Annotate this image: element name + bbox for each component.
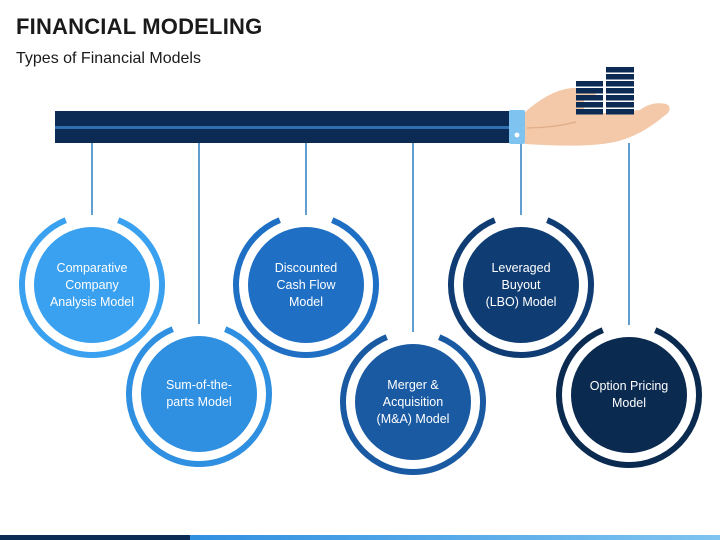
model-node-circle bbox=[355, 344, 471, 460]
model-node-ring bbox=[126, 326, 272, 467]
model-node-circle bbox=[463, 227, 579, 343]
coin bbox=[606, 109, 634, 115]
bottom-accent-bar bbox=[0, 535, 720, 540]
model-node-ring bbox=[233, 217, 379, 358]
shirt-cuff bbox=[509, 110, 525, 144]
model-node-ring bbox=[448, 217, 594, 358]
coin bbox=[606, 67, 634, 73]
coin bbox=[576, 95, 603, 101]
model-node-circle bbox=[571, 337, 687, 453]
model-node-ring bbox=[556, 327, 702, 468]
model-node-circle bbox=[141, 336, 257, 452]
coin bbox=[576, 102, 603, 108]
hanging-bar-stripe bbox=[55, 126, 513, 129]
coin bbox=[576, 109, 603, 115]
coin-stack-icon bbox=[576, 67, 634, 115]
page-title: FINANCIAL MODELING bbox=[16, 14, 263, 39]
coin bbox=[606, 81, 634, 87]
cuff-button bbox=[514, 132, 520, 138]
coin bbox=[606, 74, 634, 80]
hand-holding-coins-icon bbox=[525, 67, 670, 146]
model-node-circle bbox=[248, 227, 364, 343]
model-node-circle bbox=[34, 227, 150, 343]
model-node-ring bbox=[340, 334, 486, 475]
coin bbox=[576, 81, 603, 87]
model-node-ring bbox=[19, 217, 165, 358]
coin bbox=[576, 88, 603, 94]
coin bbox=[606, 95, 634, 101]
coin bbox=[606, 102, 634, 108]
coin bbox=[606, 88, 634, 94]
connector-lines bbox=[91, 143, 630, 332]
page-subtitle: Types of Financial Models bbox=[16, 50, 201, 67]
model-nodes bbox=[19, 217, 702, 475]
